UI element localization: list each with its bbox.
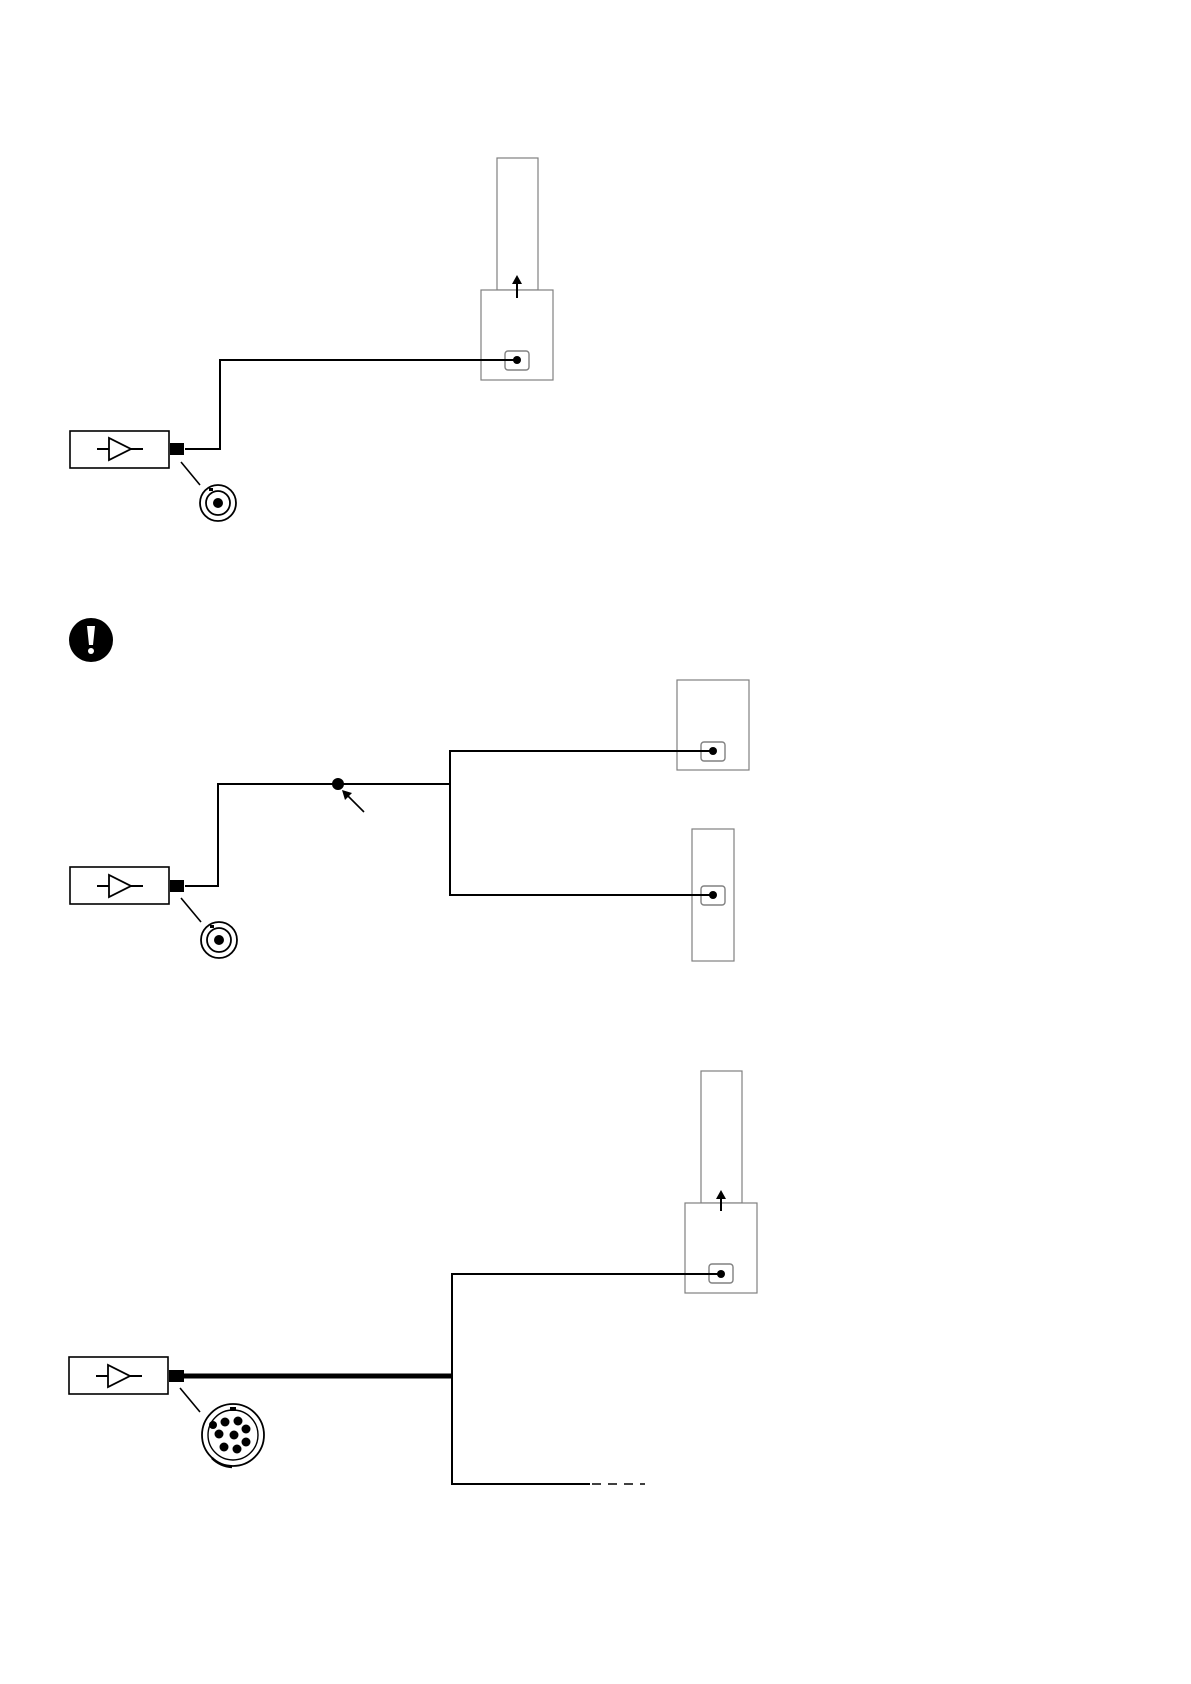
exclamation-warning-icon [69,618,113,662]
speaker-cable [185,360,517,449]
multipin-connector-icon [202,1404,264,1467]
amplifier-box [69,1357,168,1394]
diagram-3 [69,1071,757,1484]
amplifier-box [70,431,169,468]
amplifier-output-plug [169,1370,184,1382]
diagram-1 [70,158,553,521]
top-module-box [497,158,538,290]
speakon-connector-icon [201,922,237,958]
connector-leader-line [181,462,200,485]
connector-leader-line [181,898,201,922]
diagram-2 [69,618,749,961]
amplifier-box [70,867,169,904]
top-module-box [701,1071,742,1203]
amplifier-output-plug [170,880,184,892]
speaker-cable-upper [450,751,713,895]
connector-leader-line [180,1388,200,1412]
junction-pointer-arrow [342,790,364,812]
speaker-cable-upper [452,1274,721,1484]
amplifier-output-plug [170,443,184,455]
speaker-cable-main [185,784,450,886]
junction-dot-icon [332,778,344,790]
speakon-connector-icon [200,485,236,521]
